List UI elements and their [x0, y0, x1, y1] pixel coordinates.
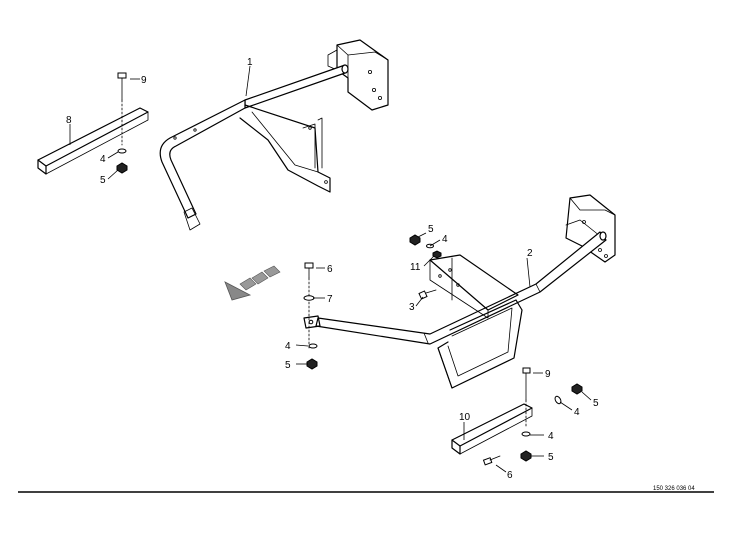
callout-6b: 6: [507, 470, 513, 481]
frame-part-2: [303, 194, 616, 389]
callout-11: 11: [410, 262, 421, 273]
callout-3: 3: [409, 302, 415, 313]
callout-labels: 1 9 8 4 5 2 6 7 4 5 5 4 11 3 9 4 5 10 4 …: [66, 57, 599, 481]
drawing-number: 150 326 036 04: [653, 486, 695, 492]
callout-5e: 5: [548, 452, 554, 463]
callout-5d: 5: [593, 398, 599, 409]
callout-6a: 6: [327, 264, 333, 275]
hardware-stack-left: [303, 262, 318, 370]
callout-9b: 9: [545, 369, 551, 380]
callout-4e: 4: [548, 431, 554, 442]
callout-5c: 5: [428, 224, 434, 235]
channel-part-8: [37, 72, 149, 175]
callout-5a: 5: [100, 175, 106, 186]
callout-2: 2: [527, 248, 533, 259]
callout-4c: 4: [442, 234, 448, 245]
callout-4b: 4: [285, 341, 291, 352]
direction-arrow-icon: [224, 265, 281, 301]
callout-8: 8: [66, 115, 72, 126]
callout-7: 7: [327, 294, 333, 305]
callout-9a: 9: [141, 75, 147, 86]
channel-part-10: [451, 367, 583, 466]
callout-4a: 4: [100, 154, 106, 165]
callout-4d: 4: [574, 407, 580, 418]
callout-10: 10: [459, 412, 471, 423]
callout-5b: 5: [285, 360, 291, 371]
frame-part-1: [159, 39, 389, 231]
callout-leaders: [69, 65, 592, 473]
callout-1: 1: [247, 57, 253, 68]
